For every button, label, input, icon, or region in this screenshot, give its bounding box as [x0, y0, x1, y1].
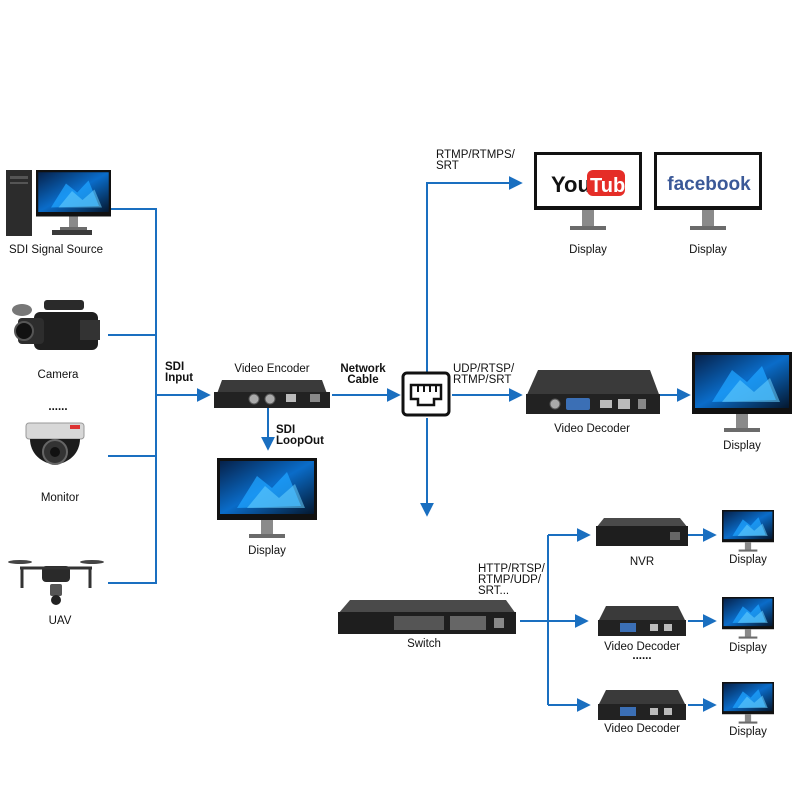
keyboard-icon [52, 230, 92, 235]
loopout-display-label: Display [248, 545, 286, 557]
video-decoder-2-more: ...... [632, 650, 651, 662]
pc-tower-icon [6, 170, 32, 236]
decoder3-display-label: Display [729, 726, 767, 738]
network-cable-label-1: Network [340, 363, 386, 375]
dome-camera-icon [25, 422, 85, 465]
decoder3-box-icon [598, 690, 686, 720]
youtube-display-label: Display [569, 244, 607, 256]
video-decoder-2: Video Decoder ...... [598, 606, 686, 662]
switch-box-icon [338, 600, 516, 634]
svg-text:Tube: Tube [590, 175, 636, 197]
rtmp-stream-arrow [426, 176, 523, 375]
loopout-display: Display [217, 458, 317, 557]
nvr: NVR [596, 518, 688, 568]
switch: Switch [338, 600, 516, 650]
video-encoder-label: Video Encoder [234, 363, 309, 375]
sdi-input-label-2: Input [165, 372, 193, 384]
sources-ellipsis: ...... [48, 401, 67, 413]
camera-label: Camera [38, 369, 80, 381]
source-bus-line [108, 208, 157, 584]
nvr-box-icon [596, 518, 688, 546]
uav: UAV [8, 560, 104, 627]
facebook-display: facebook Display [654, 152, 762, 256]
video-decoder-main-label: Video Decoder [554, 423, 630, 435]
video-decoder-2-label: Video Decoder [604, 641, 680, 653]
facebook-logo-icon: facebook [667, 174, 751, 195]
youtube-display: You Tube Display [534, 152, 642, 256]
camcorder-icon [12, 300, 100, 350]
decoder-box-icon [526, 370, 660, 414]
http-label-1: HTTP/RTSP/ [478, 563, 546, 575]
decoder-display-label: Display [723, 440, 761, 452]
nvr-display-monitor-icon [722, 510, 774, 552]
facebook-display-label: Display [689, 244, 727, 256]
sdi-signal-source-label: SDI Signal Source [9, 244, 103, 256]
sdi-input-label-1: SDI [165, 361, 184, 373]
http-label-2: RTMP/UDP/ [478, 574, 542, 586]
pc-monitor-icon [36, 170, 111, 230]
rtmp-label-1: RTMP/RTMPS/ [436, 149, 516, 161]
encoder-box-icon [214, 380, 330, 408]
decoder-display-monitor-icon [692, 352, 792, 432]
decoder2-display: Display [722, 597, 774, 654]
video-decoder-3-label: Video Decoder [604, 723, 680, 735]
video-decoder-3: Video Decoder [598, 690, 686, 735]
display-monitor-icon [217, 458, 317, 538]
decoder3-display: Display [722, 682, 774, 738]
connections [108, 176, 717, 712]
rtmp-label-2: SRT [436, 160, 459, 172]
http-label-3: SRT... [478, 585, 509, 597]
drone-icon [8, 560, 104, 605]
nvr-label: NVR [630, 556, 654, 568]
sdi-loopout-label-2: LoopOut [276, 435, 324, 447]
youtube-logo-icon: You Tube [551, 170, 636, 197]
uav-label: UAV [49, 615, 72, 627]
svg-text:You: You [551, 172, 591, 197]
udp-label-1: UDP/RTSP/ [453, 363, 515, 375]
video-encoder: Video Encoder [214, 363, 330, 408]
decoder2-display-label: Display [729, 642, 767, 654]
sdi-loopout-label-1: SDI [276, 424, 295, 436]
decoder2-box-icon [598, 606, 686, 636]
decoder-display: Display [692, 352, 792, 452]
network-cable-icon [401, 371, 451, 417]
nvr-display: Display [722, 510, 774, 566]
camera: Camera [12, 300, 100, 381]
decoder3-display-monitor-icon [722, 682, 774, 724]
monitor: Monitor [25, 422, 85, 504]
monitor-label: Monitor [41, 492, 80, 504]
video-decoder-main: Video Decoder [526, 370, 660, 435]
network-cable-label-2: Cable [347, 374, 378, 386]
sdi-signal-source: SDI Signal Source [6, 170, 111, 256]
decoder2-display-monitor-icon [722, 597, 774, 639]
switch-label: Switch [407, 638, 441, 650]
nvr-display-label: Display [729, 554, 767, 566]
udp-label-2: RTMP/SRT [453, 374, 511, 386]
